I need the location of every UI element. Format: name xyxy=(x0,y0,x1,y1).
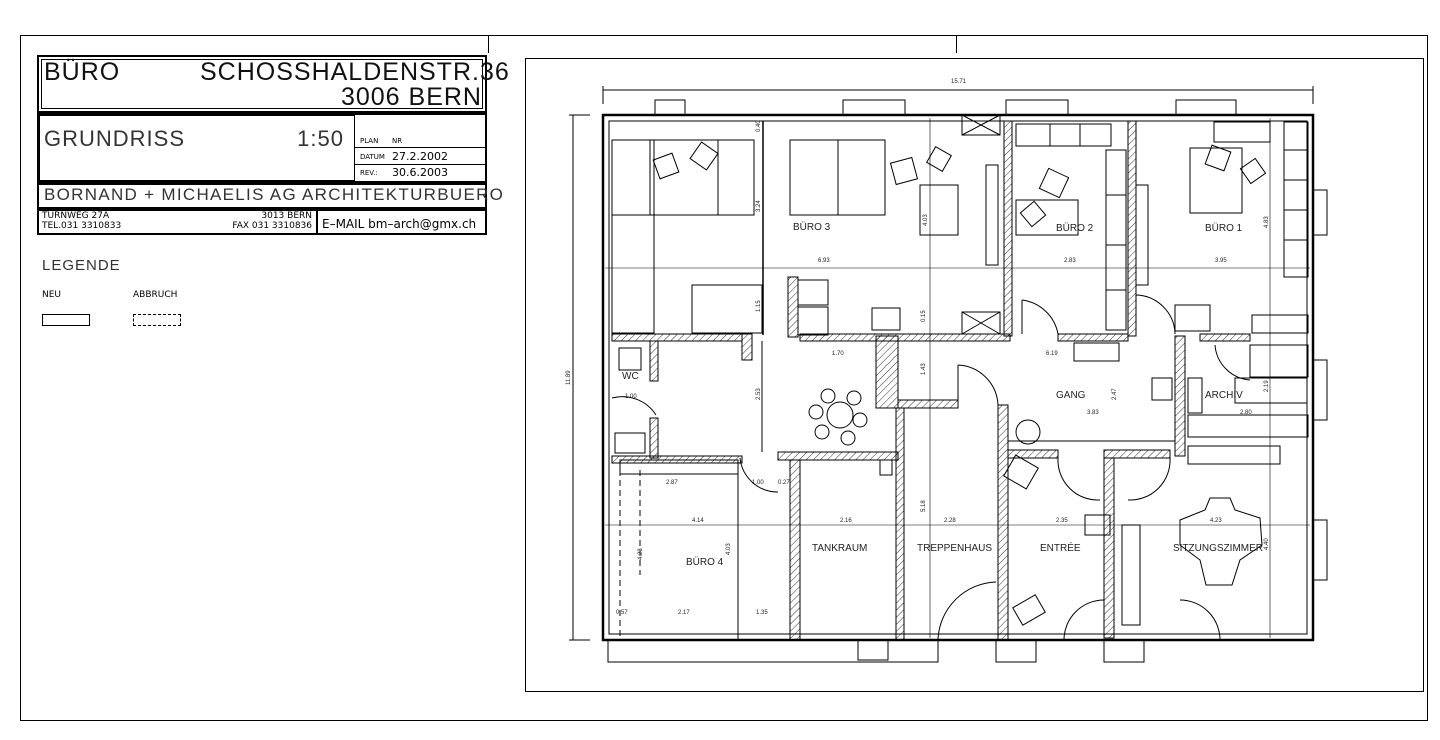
window xyxy=(1312,189,1328,236)
dim-label: 0.27 xyxy=(778,480,790,486)
window xyxy=(1005,99,1069,116)
base-slab xyxy=(607,639,939,663)
dim-label: 2.47 xyxy=(1112,388,1118,400)
dim-label: 1.00 xyxy=(625,394,637,400)
dim-label: 1.35 xyxy=(756,610,768,616)
dim-label: 5.18 xyxy=(921,500,927,512)
scale-label: 1:50 xyxy=(297,126,344,151)
dim-label: 2.53 xyxy=(756,388,762,400)
room-label-wc: WC xyxy=(622,371,639,382)
plan-frame xyxy=(525,58,1424,692)
door-step xyxy=(1103,639,1145,663)
dim-label: 2.17 xyxy=(678,610,690,616)
office-label: BÜRO xyxy=(44,58,121,86)
date-label: DATUM xyxy=(360,153,385,161)
plan-value: NR xyxy=(392,137,403,145)
dim-label: 2.83 xyxy=(1064,258,1076,264)
street-label: SCHOSSHALDENSTR.36 xyxy=(200,58,510,86)
room-label-treppenhaus: TREPPENHAUS xyxy=(917,543,992,554)
room-label-sitzungszimmer: SITZUNGSZIMMER xyxy=(1173,543,1263,554)
dim-label: 2.16 xyxy=(840,518,852,524)
room-label-gang: GANG xyxy=(1056,390,1086,401)
addr-city: 3013 BERN xyxy=(261,211,312,221)
dim-label: 4.14 xyxy=(692,518,704,524)
window xyxy=(1312,359,1328,421)
door-step xyxy=(857,639,889,661)
dim-label: 6.93 xyxy=(818,258,830,264)
dim-label: 1.70 xyxy=(832,351,844,357)
rev-value: 30.6.2003 xyxy=(392,166,448,179)
fold-mark-1 xyxy=(488,35,489,53)
firm-label: BORNAND + MICHAELIS AG ARCHITEKTURBUERO xyxy=(44,185,505,204)
dim-label: 4.83 xyxy=(1264,216,1270,228)
legend-title: LEGENDE xyxy=(42,257,121,274)
dim-label: 1.43 xyxy=(921,363,927,375)
fax-label: FAX 031 3310836 xyxy=(232,221,312,231)
legend-demolition-label: ABBRUCH xyxy=(133,290,178,300)
window xyxy=(842,99,906,116)
sheet-frame xyxy=(20,35,1428,721)
dim-label: 2.80 xyxy=(1240,410,1252,416)
dim-label: 2.87 xyxy=(666,480,678,486)
email-label: E–MAIL bm–arch@gmx.ch xyxy=(322,217,477,231)
dim-label: 1.15 xyxy=(756,300,762,312)
window xyxy=(1312,519,1328,581)
dim-label: 2.28 xyxy=(944,518,956,524)
dim-label: 3.83 xyxy=(1087,410,1099,416)
legend-demolition-swatch xyxy=(133,314,181,326)
window xyxy=(1175,99,1237,116)
shaft xyxy=(961,311,1001,335)
dim-label: 4.03 xyxy=(923,214,929,226)
plan-label: PLAN xyxy=(360,137,379,145)
drawing-inner xyxy=(39,115,355,181)
legend-new-label: NEU xyxy=(42,290,62,300)
room-label-archiv: ARCHIV xyxy=(1205,390,1243,401)
firm-box xyxy=(37,183,487,209)
shaft xyxy=(961,114,1001,136)
dim-label: 4.03 xyxy=(726,543,732,555)
wc-bowl xyxy=(618,347,642,371)
dim-label: 2.35 xyxy=(1056,518,1068,524)
address-box xyxy=(37,55,487,113)
room-label-entree: ENTRÉE xyxy=(1040,541,1081,554)
conference-table xyxy=(1179,497,1263,586)
tel-label: TEL.031 3310833 xyxy=(42,221,122,231)
dim-label: 3.95 xyxy=(1215,258,1227,264)
drawing-title: GRUNDRISS xyxy=(44,126,186,151)
window xyxy=(654,99,686,116)
dim-label: 2.19 xyxy=(1264,380,1270,392)
dim-label: 6.19 xyxy=(1046,351,1058,357)
dim-label: 3.24 xyxy=(756,200,762,212)
room-label-buero2: BÜRO 2 xyxy=(1056,222,1094,234)
dim-label: 4.40 xyxy=(1264,538,1270,550)
dim-label: 4.23 xyxy=(1210,518,1222,524)
room-label-buero1: BÜRO 1 xyxy=(1205,222,1243,234)
addr-line1: TURNWEG 27A xyxy=(42,211,110,221)
room-label-tankraum: TANKRAUM xyxy=(812,543,867,554)
dim-label: 0.15 xyxy=(921,310,927,322)
dim-label: 4.23 xyxy=(638,548,644,560)
room-label-buero4: BÜRO 4 xyxy=(686,556,724,568)
dim-label: 0.57 xyxy=(616,610,628,616)
fold-mark-2 xyxy=(956,35,957,53)
legend-new-swatch xyxy=(42,314,90,326)
dim-label: 1.00 xyxy=(752,480,764,486)
contact-box xyxy=(37,209,487,235)
door-step xyxy=(995,639,1037,663)
drawing-box xyxy=(37,113,487,183)
dim-overall-height: 11.89 xyxy=(566,370,572,385)
rev-label: REV.: xyxy=(360,169,378,177)
dim-overall-width: 15.71 xyxy=(951,79,967,85)
sink xyxy=(614,432,646,454)
room-label-buero3: BÜRO 3 xyxy=(793,221,831,233)
dim-label: 0.40 xyxy=(756,120,762,132)
city-label: 3006 BERN xyxy=(340,83,482,111)
date-value: 27.2.2002 xyxy=(392,150,448,163)
